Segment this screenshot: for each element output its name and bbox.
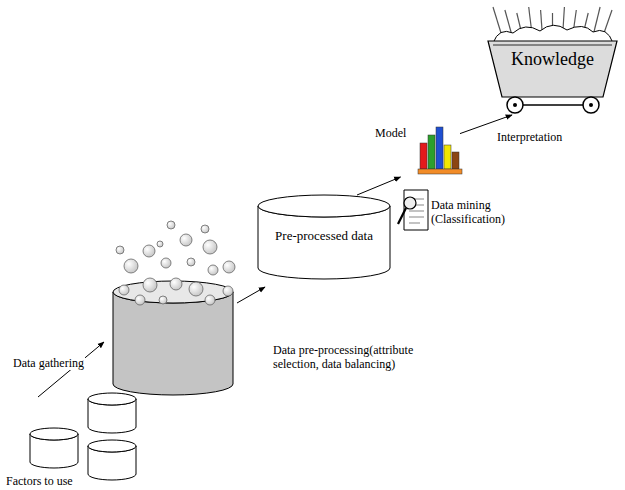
- data-bubbles: [116, 221, 235, 305]
- step-label: Factors to use: [5, 474, 74, 488]
- preprocess-arrow: [237, 287, 265, 303]
- step-label: Data pre-processing(attribute selection,…: [272, 343, 459, 372]
- node-label: Model: [375, 127, 460, 141]
- node-outline: [375, 115, 460, 177]
- data-cylinder: Pre-processed data: [258, 195, 390, 279]
- knowledge-cart: Knowledge: [485, 5, 620, 115]
- raw-data-cylinder: [113, 281, 233, 395]
- model-node: Model: [375, 115, 460, 177]
- node-label: Pre-processed data: [258, 229, 390, 244]
- step-label: Data mining (Classification): [430, 198, 522, 227]
- source-cylinder: [88, 440, 136, 480]
- flow-arrow: [357, 177, 401, 195]
- source-cylinder: [30, 428, 78, 468]
- source-cylinder: [88, 393, 136, 433]
- step-label: Data gathering: [12, 356, 85, 370]
- node-label: Knowledge: [485, 49, 620, 70]
- data-mining-icon: [398, 190, 428, 230]
- model-chart-icon: [418, 127, 462, 174]
- edge-label: Interpretation: [496, 130, 563, 144]
